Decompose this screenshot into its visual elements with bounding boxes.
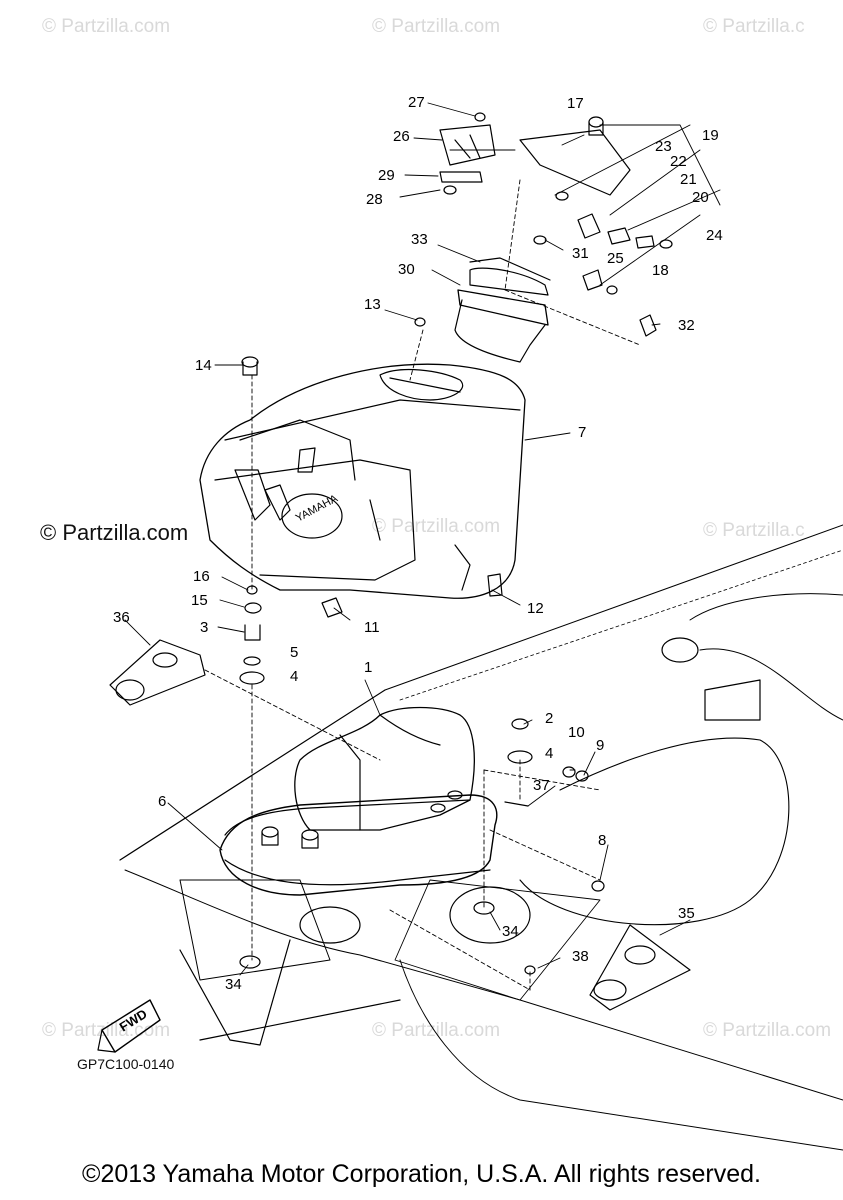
callout-35: 35 xyxy=(678,905,695,922)
callout-10: 10 xyxy=(568,724,585,741)
callout-24: 24 xyxy=(706,227,723,244)
callout-20: 20 xyxy=(692,189,709,206)
callout-32: 32 xyxy=(678,317,695,334)
callout-4-upper: 4 xyxy=(290,668,298,685)
callout-15: 15 xyxy=(191,592,208,609)
callout-34-left: 34 xyxy=(225,976,242,993)
callout-23: 23 xyxy=(655,138,672,155)
watermark-bottom-center: © Partzilla.com xyxy=(372,1020,501,1041)
callout-29: 29 xyxy=(378,167,395,184)
callout-25: 25 xyxy=(607,250,624,267)
watermark-top-left: © Partzilla.com xyxy=(42,16,171,37)
callout-8: 8 xyxy=(598,832,606,849)
watermark-mid-left: © Partzilla.com xyxy=(40,520,189,545)
callout-12: 12 xyxy=(527,600,544,617)
callout-14: 14 xyxy=(195,357,212,374)
callout-21: 21 xyxy=(680,171,697,188)
callout-37: 37 xyxy=(533,777,550,794)
connector-lines xyxy=(449,124,721,286)
callout-7: 7 xyxy=(578,424,586,441)
copyright-notice: ©2013 Yamaha Motor Corporation, U.S.A. A… xyxy=(82,1160,761,1188)
callout-28: 28 xyxy=(366,191,383,208)
callout-33: 33 xyxy=(411,231,428,248)
callout-1: 1 xyxy=(364,659,372,676)
callout-3: 3 xyxy=(200,619,208,636)
deck-cover xyxy=(199,363,526,599)
leader-lines xyxy=(124,102,691,976)
lid-hinge-parts xyxy=(439,112,673,337)
callout-numbers: 1 2 3 4 4 5 6 7 8 9 10 11 12 13 14 15 16… xyxy=(113,94,723,993)
callout-31: 31 xyxy=(572,245,589,262)
watermark-top-right: © Partzilla.c xyxy=(703,16,805,37)
storage-bucket xyxy=(454,257,551,363)
callout-18: 18 xyxy=(652,262,669,279)
diagram-reference-code: GP7C100-0140 xyxy=(77,1056,175,1072)
callout-34-right: 34 xyxy=(502,923,519,940)
callout-4-lower: 4 xyxy=(545,745,553,762)
callout-30: 30 xyxy=(398,261,415,278)
fuel-tank-assembly xyxy=(219,706,498,896)
fasteners xyxy=(239,317,605,975)
callout-26: 26 xyxy=(393,128,410,145)
tank-logo-text: YAMAHA xyxy=(294,492,341,524)
fwd-arrow: FWD xyxy=(97,999,161,1053)
callout-13: 13 xyxy=(364,296,381,313)
callout-19: 19 xyxy=(702,127,719,144)
callout-5: 5 xyxy=(290,644,298,661)
watermark-top-center: © Partzilla.com xyxy=(372,16,501,37)
vent-covers xyxy=(109,639,691,1011)
callout-9: 9 xyxy=(596,737,604,754)
hull-deck xyxy=(119,524,843,1151)
watermark-bottom-right: © Partzilla.com xyxy=(703,1020,832,1041)
assembly-lines xyxy=(204,179,641,991)
watermark-mid-center: © Partzilla.com xyxy=(372,516,501,537)
callout-27: 27 xyxy=(408,94,425,111)
callout-16: 16 xyxy=(193,568,210,585)
callout-11: 11 xyxy=(364,619,380,636)
callout-38: 38 xyxy=(572,948,589,965)
callout-22: 22 xyxy=(670,153,687,170)
callout-36: 36 xyxy=(113,609,130,626)
callout-17: 17 xyxy=(567,95,584,112)
watermark-mid-right: © Partzilla.c xyxy=(703,520,805,541)
callout-6: 6 xyxy=(158,793,166,810)
callout-2: 2 xyxy=(545,710,553,727)
